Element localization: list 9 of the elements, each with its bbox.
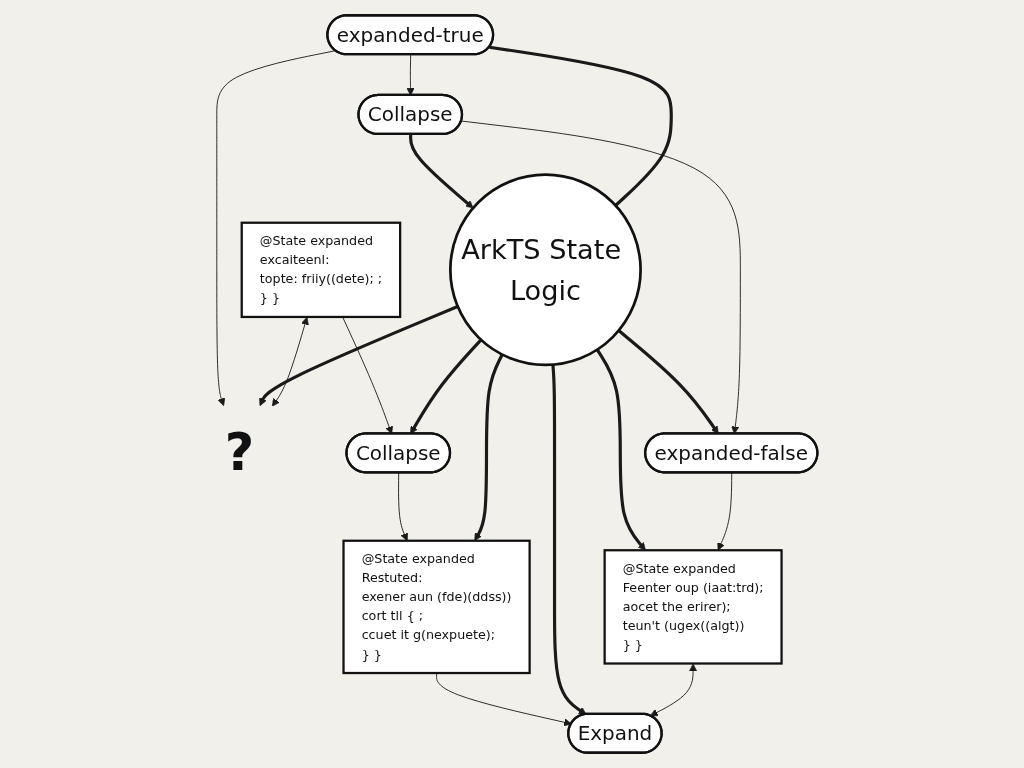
node-box: @State expanded excaiteenl: topte: friiy((dete); ; } } [240,221,402,319]
arrow [551,364,587,715]
node-text: ? [224,422,255,482]
node-box: @State expanded Restuted: exener aun (fde)(ddss)) cort tll { ; ccuet it g(nexpuete); } } [342,539,531,675]
node-box: @State expanded Feenter oup (iaat:trd); aocet the erirer); teun't (ugex((algt)) } } [603,549,783,665]
node-circle: ArkTS State Logic [449,173,642,367]
arrow [409,134,474,209]
connector [489,45,673,207]
arrow [595,348,646,551]
